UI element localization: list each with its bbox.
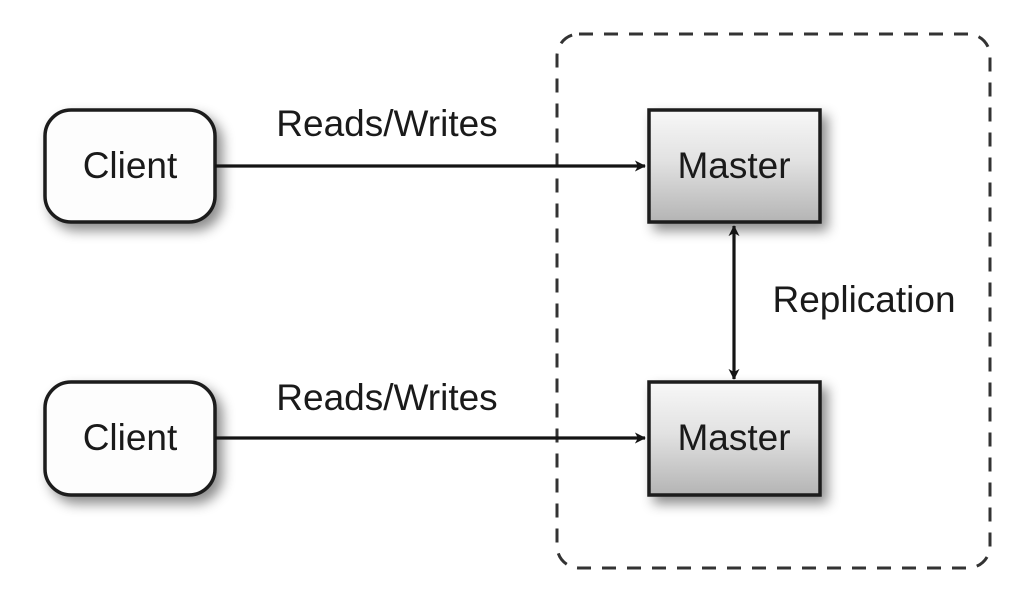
edge-master-1-to-master-2[interactable]: Replication — [728, 225, 956, 380]
master-1-label: Master — [677, 145, 790, 186]
edge-client-1-to-master-1[interactable]: Reads/Writes — [215, 103, 646, 172]
master-2-label: Master — [677, 417, 790, 458]
master-1-shape — [647, 108, 822, 224]
client-1-label: Client — [83, 145, 178, 186]
master-2-shape — [647, 380, 822, 497]
edge-label-replication: Replication — [772, 279, 955, 320]
edge-client-2-to-master-2[interactable]: Reads/Writes — [215, 377, 646, 444]
node-client-1[interactable]: Client — [43, 108, 217, 224]
node-client-2[interactable]: Client — [43, 380, 217, 497]
node-master-2[interactable]: Master — [647, 380, 822, 497]
edge-label-reads-writes-top: Reads/Writes — [276, 103, 497, 144]
node-master-1[interactable]: Master — [647, 108, 822, 224]
edge-label-reads-writes-bottom: Reads/Writes — [276, 377, 497, 418]
client-2-label: Client — [83, 417, 178, 458]
